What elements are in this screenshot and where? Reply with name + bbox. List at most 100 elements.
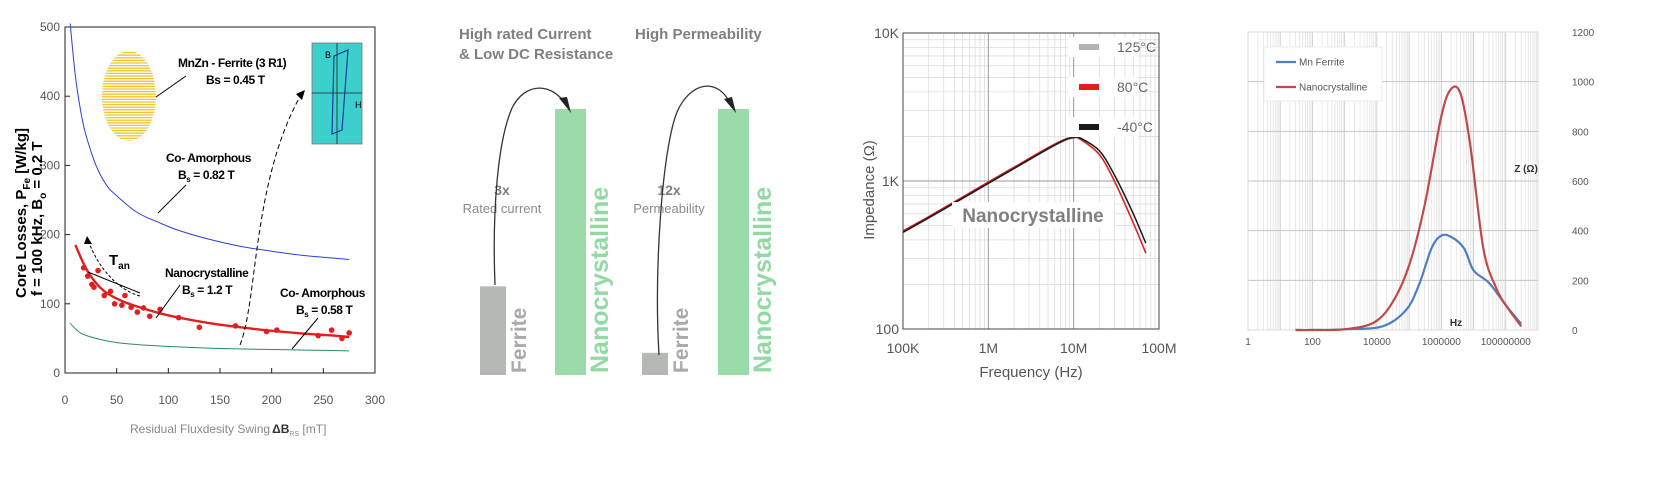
co-amorphous-bs-2: Bs = 0.58 T [296,303,354,319]
y-tick-label: 0 [53,366,60,380]
data-point [119,302,125,308]
dashed-arrow [239,92,303,346]
co-amorphous-label-1: Co- Amorphous [166,151,252,165]
data-point [146,313,153,320]
plot-frame [1247,31,1539,331]
nanocrystalline-arrow [155,284,181,319]
data-point [80,265,87,271]
x-tick-label: 100M [1141,340,1176,356]
legend-bg [1068,117,1138,137]
data-point [328,327,335,333]
group1-multiplier: 3x [494,182,510,198]
legend-label: 125°C [1117,39,1156,55]
y-tick-label: 800 [1572,127,1589,138]
y-tick-label: 600 [1572,177,1589,188]
y-tick-label: 100 [40,297,60,311]
x-tick-label: 0 [62,393,69,407]
data-point [346,330,352,336]
x-tick-label: 1M [979,340,998,356]
nanocrystalline-bar [718,109,749,375]
data-point [140,305,147,311]
x-tick-label: 150 [210,393,230,407]
y-tick-label: 200 [1572,276,1589,287]
y-tick-label: 1200 [1572,28,1595,39]
ferrite-bar-label: Ferrite [670,308,693,373]
group1-title-line2: & Low DC Resistance [459,46,613,63]
co-amorphous-label-2: Co- Amorphous [280,286,366,300]
plot-frame [902,32,1160,330]
series-line [74,244,350,339]
x-tick-label: 300 [365,393,385,407]
inset-h-label: H [355,100,362,110]
ferrite-loop-ellipse [102,51,156,141]
x-tick-label: 100K [887,340,920,356]
x-tick-label: 50 [110,393,124,407]
mnzn-arrow [155,75,187,98]
nanocrystalline-bar-label: Nanocrystalline [749,187,777,373]
tan-label: Tan [109,252,130,272]
group1-title-line1: High rated Current [459,26,592,43]
ferrite-bar [642,352,668,375]
x-tick-label: 250 [313,393,333,407]
mnzn-ferrite-bs: Bs = 0.45 T [206,73,266,87]
y-tick-label: 500 [40,20,60,34]
x-tick-label: 10000 [1363,337,1391,348]
data-point [84,273,91,279]
series-line [1295,85,1523,332]
group2-curve-up [656,85,732,356]
y-axis-label: Core Losses, PFe [W/kg] [13,128,33,298]
data-point [101,292,108,299]
data-point [232,323,239,329]
group1-metric: Rated current [463,201,542,216]
comparison-bars: High rated Current & Low DC Resistance H… [459,26,777,375]
x-tick-label: 10M [1060,340,1087,356]
x-tick-label: 100 [158,393,178,407]
legend-label: 80°C [1117,79,1148,95]
tan-arrow-head [84,236,92,244]
x-axis-label: Frequency (Hz) [979,364,1082,381]
legend-label: Mn Ferrite [1299,58,1345,69]
mnzn-ferrite-label: MnZn - Ferrite (3 R1) [178,56,287,70]
y-axis-label: Impedance (Ω) [861,140,878,240]
hysteresis-inset: B H [311,42,363,145]
y-tick-label: 300 [40,158,60,172]
x-tick-label: 1 [1245,337,1251,348]
group2-arrow-head [724,97,736,113]
nanocrystalline-label: Nanocrystalline [165,266,249,280]
data-point [263,328,270,335]
data-point [274,327,280,333]
data-point [95,267,101,274]
group2-title-line1: High Permeability [635,26,762,43]
data-point [91,284,97,290]
data-point [175,314,182,321]
tan-arrow [87,239,141,297]
co-amorphous-bs-1: Bs = 0.82 T [178,168,236,184]
nanocrystalline-bs: Bs = 1.2 T [182,283,233,299]
nanocrystalline-bar [555,109,586,375]
data-point [134,309,141,315]
x-tick-label: 1000000 [1422,337,1461,348]
co-amorphous-arrow-2 [291,317,319,350]
nanocrystalline-bar-label: Nanocrystalline [586,187,614,373]
x-tick-label: 100 [1304,337,1321,348]
group1-curve-up [493,87,567,286]
legend-label: -40°C [1117,119,1153,135]
y-tick-label: 1K [882,173,900,189]
y-tick-label: 200 [40,228,60,242]
data-point [122,292,128,299]
y-tick-label: 1000 [1572,78,1595,89]
group2-metric: Permeability [633,201,705,216]
y-tick-label: 0 [1572,326,1578,337]
series-line [69,322,350,352]
ferrite-bar-label: Ferrite [508,308,531,373]
tan-arrow-2 [87,271,141,294]
legend-box [1263,46,1383,102]
data-point [315,332,321,339]
y-axis-sublabel: f = 100 kHz, Bo = 0.2 T [29,141,49,296]
dashed-arrow-head [296,90,305,100]
x-tick-label: 100000000 [1481,337,1531,348]
